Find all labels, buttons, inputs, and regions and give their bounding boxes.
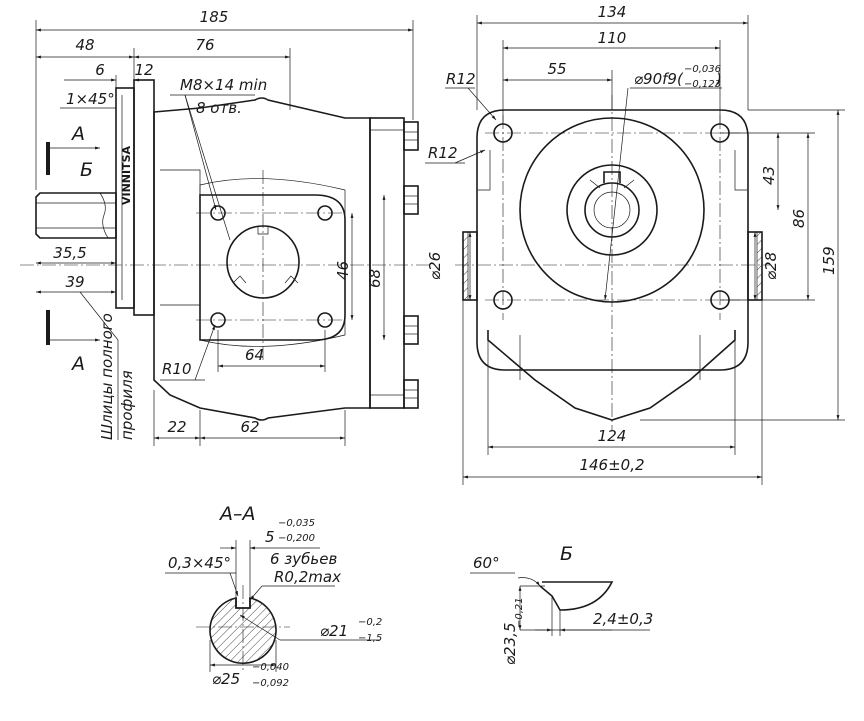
teeth-count: 6 зубьев	[270, 550, 337, 568]
marker-a-top: А	[70, 123, 85, 145]
detail-diameter-tol: −0,21	[514, 597, 525, 628]
inner-diameter: ⌀21	[320, 622, 348, 640]
dim-port-right: ⌀28	[762, 252, 780, 280]
dim-62: 62	[240, 418, 259, 436]
cover-bolt-top	[403, 121, 419, 151]
port-flange	[199, 194, 346, 341]
dim-68: 68	[366, 269, 384, 288]
dim-134: 134	[598, 3, 627, 21]
front-view: 134 110 55 R12 R12 ⌀90f9( −0,036 −0,123 …	[425, 3, 845, 485]
marker-a-bottom: А	[70, 353, 85, 375]
thread-callout: M8×14 min	[180, 76, 267, 94]
key-lower: −0,200	[278, 533, 315, 544]
cover-bolt-2	[403, 185, 419, 215]
dim-124: 124	[598, 427, 627, 445]
detail-b: Б 60° ⌀23,5 −0,21 2,4±0,3	[470, 543, 653, 665]
side-view: 185 48 76 6 12 1×45° M8×14 min 8 отв. 35…	[20, 8, 430, 446]
detail-angle: 60°	[473, 554, 500, 572]
cover-bolt-bottom	[403, 379, 419, 409]
holes-callout: 8 отв.	[196, 99, 242, 117]
spline-note-line1: Шлицы полного	[98, 313, 116, 440]
dim-43: 43	[760, 166, 778, 185]
section-chamfer: 0,3×45°	[168, 554, 231, 572]
dim-pilot-upper: −0,036	[684, 64, 721, 75]
end-cover	[369, 117, 405, 409]
dim-64: 64	[245, 346, 264, 364]
detail-profile	[539, 581, 614, 611]
marker-b: Б	[80, 159, 93, 181]
brand-label: VINNITSA	[120, 145, 133, 205]
section-a-a: А–А 5 −0,035 −0,200 0,3×45° 6 зубьев R0,…	[165, 503, 382, 689]
dim-6: 6	[95, 61, 105, 79]
spline-note-line2: профиля	[118, 370, 136, 440]
detail-diameter: ⌀23,5	[501, 623, 519, 665]
body-lower	[487, 330, 736, 421]
dim-pilot-close: )	[715, 70, 722, 88]
dim-chamfer: 1×45°	[66, 90, 115, 108]
dim-46: 46	[334, 261, 352, 280]
dim-35-5: 35,5	[53, 244, 86, 262]
outer-upper: −0,040	[252, 662, 289, 673]
dim-55: 55	[547, 60, 566, 78]
dim-r10: R10	[162, 360, 192, 378]
cover-bolt-3	[403, 315, 419, 345]
dim-port-left: ⌀26	[426, 252, 444, 280]
dim-146: 146±0,2	[579, 456, 644, 474]
detail-title: Б	[560, 543, 573, 565]
key-width: 5	[265, 528, 275, 546]
inner-lower: −1,5	[358, 633, 382, 644]
dim-22: 22	[167, 418, 186, 436]
dim-r12-top: R12	[446, 70, 476, 88]
dim-48: 48	[75, 36, 94, 54]
dim-159: 159	[820, 246, 838, 275]
outer-lower: −0,092	[252, 678, 289, 689]
dim-pilot-dia: ⌀90f9(	[634, 70, 684, 88]
dim-12: 12	[134, 61, 153, 79]
pump-body	[153, 97, 371, 421]
section-title: А–А	[218, 503, 256, 525]
dim-pilot-lower: −0,123	[684, 79, 721, 90]
dim-185: 185	[200, 8, 229, 26]
flange-outline	[476, 109, 749, 371]
pilot-spigot	[133, 79, 155, 316]
inner-upper: −0,2	[358, 617, 382, 628]
detail-depth: 2,4±0,3	[593, 610, 653, 628]
dim-110: 110	[598, 29, 627, 47]
dim-86: 86	[790, 209, 808, 228]
outer-diameter: ⌀25	[212, 670, 240, 688]
key-upper: −0,035	[278, 518, 315, 529]
dim-39: 39	[65, 273, 84, 291]
dim-76: 76	[195, 36, 214, 54]
tooth-radius: R0,2max	[274, 568, 341, 586]
dim-r12-side: R12	[428, 144, 458, 162]
